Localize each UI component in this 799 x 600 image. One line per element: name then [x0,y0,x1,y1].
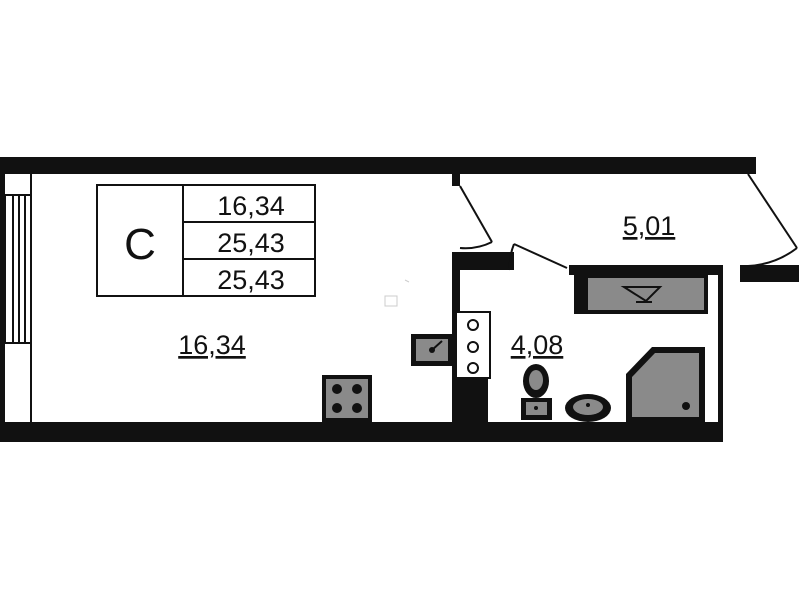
toilet [521,364,552,420]
left-wall [0,157,5,442]
partition-thick [454,378,488,442]
stove [322,375,372,422]
bath-top-wall [569,265,721,275]
washbasin [565,394,611,422]
hall-cabinet [574,274,708,314]
right-wall-lower [718,265,723,442]
right-wall-stub [740,265,799,282]
legend-type-letter: С [124,220,156,269]
hall-door [459,185,493,250]
bath-door [508,243,568,271]
legend-value-3: 25,43 [217,265,285,295]
top-right-corner [736,157,756,174]
window [4,194,32,344]
hanger-icon [620,286,663,303]
legend-value-2: 25,43 [217,228,285,258]
doors [459,173,798,271]
shower-tray [626,347,705,422]
bathroom-area: 4,08 [511,330,564,360]
entrance-door [747,173,798,267]
legend-table [96,184,316,297]
main-room-area: 16,34 [178,330,246,360]
faint-marks [384,279,410,307]
top-wall [0,157,750,174]
outer-walls [0,157,799,442]
drain-icon [682,402,690,410]
fixtures [322,274,708,422]
bottom-wall [0,422,721,442]
partition-upper-stub [452,174,460,186]
kitchen-sink [411,334,453,366]
partition-top-stub [452,252,514,270]
hall-area: 5,01 [623,211,676,241]
legend-value-1: 16,34 [217,191,285,221]
counter-with-circles [455,311,491,379]
